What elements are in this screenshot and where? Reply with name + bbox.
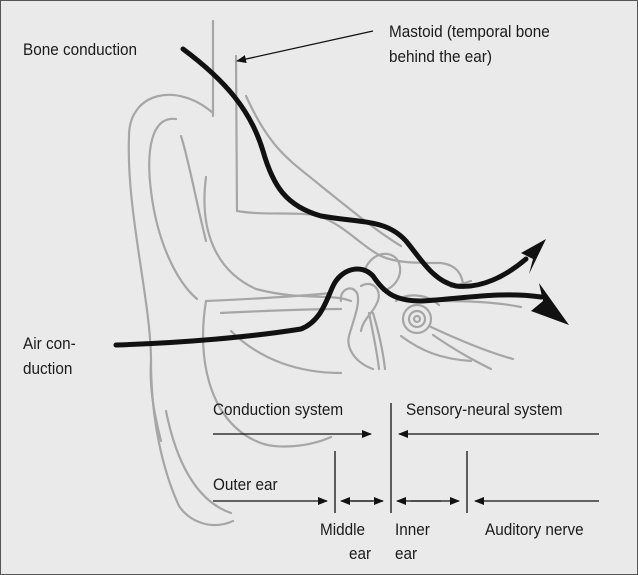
air-conduction-label-line1: Air con- <box>23 333 76 355</box>
mastoid-pointer-line <box>237 31 373 61</box>
bone-conduction-label: Bone conduction <box>23 39 137 61</box>
air-conduction-arrowhead <box>531 283 569 325</box>
inner-ear-label-line1: Inner <box>395 519 430 541</box>
outer-ear-label: Outer ear <box>213 474 278 496</box>
middle-ear-label-line2: ear <box>349 543 371 565</box>
middle-ear-label-line1: Middle <box>320 519 365 541</box>
auditory-nerve-label: Auditory nerve <box>485 519 584 541</box>
mastoid-label-line1: Mastoid (temporal bone <box>389 21 550 43</box>
bone-conduction-arrowhead <box>521 239 546 274</box>
inner-ear-label-line2: ear <box>395 543 417 565</box>
sensory-neural-system-label: Sensory-neural system <box>406 399 562 421</box>
air-conduction-label-line2: duction <box>23 358 72 380</box>
conduction-system-label: Conduction system <box>213 399 343 421</box>
mastoid-label-line2: behind the ear) <box>389 46 492 68</box>
ear-outline <box>129 21 521 525</box>
bone-conduction-path <box>183 49 526 286</box>
